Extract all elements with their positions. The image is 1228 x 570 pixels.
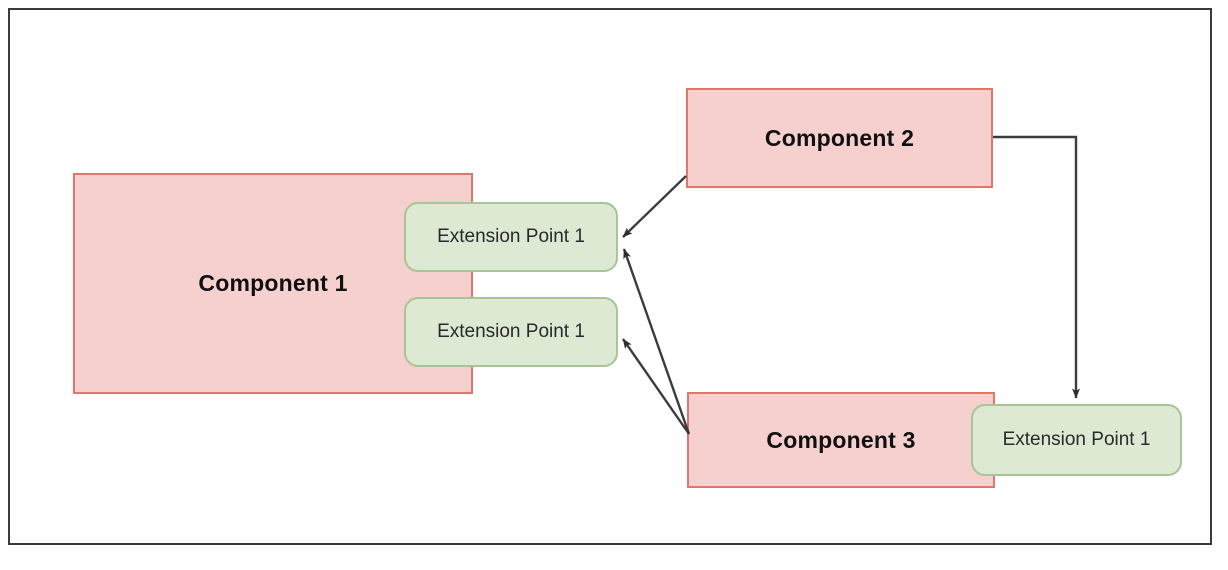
extension-point-1c-box[interactable]: Extension Point 1 — [971, 404, 1182, 476]
component-2-box[interactable]: Component 2 — [686, 88, 993, 188]
edge-component2-to-extension-point-1a — [622, 175, 687, 238]
edge-component2-to-extension-point-1c — [993, 135, 1080, 399]
extension-point-1b-label: Extension Point 1 — [437, 321, 585, 343]
edge-component3-to-extension-point-1b — [622, 338, 690, 435]
component-2-label: Component 2 — [764, 124, 915, 151]
component-3-box[interactable]: Component 3 — [687, 392, 995, 488]
extension-point-1b-box[interactable]: Extension Point 1 — [404, 297, 618, 367]
extension-point-1c-label: Extension Point 1 — [1002, 429, 1151, 451]
extension-point-1a-box[interactable]: Extension Point 1 — [404, 202, 618, 272]
component-3-label: Component 3 — [766, 426, 916, 453]
component-1-label: Component 1 — [198, 270, 348, 297]
edge-component3-to-extension-point-1a — [622, 248, 691, 435]
extension-point-1a-label: Extension Point 1 — [437, 226, 585, 248]
